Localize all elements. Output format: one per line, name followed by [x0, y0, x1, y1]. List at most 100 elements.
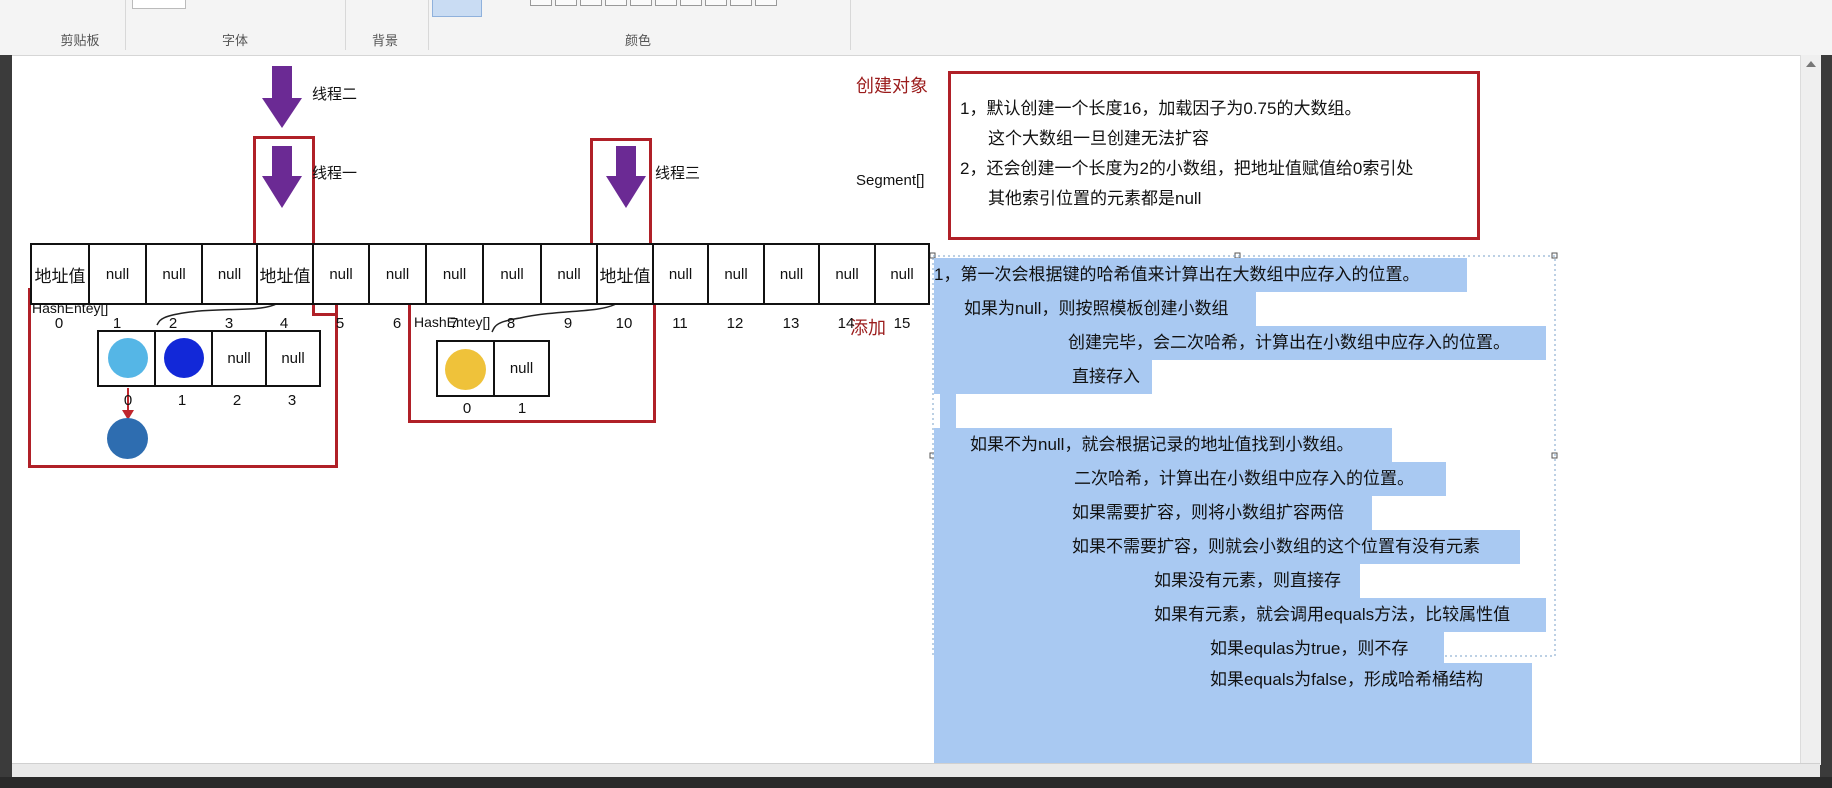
segment-cell-15: null: [874, 243, 930, 305]
hash-b-index-0: 0: [462, 400, 472, 417]
thread-three-box: [590, 138, 652, 290]
add-note-4[interactable]: 直接存入: [934, 360, 1152, 394]
add-note-blank[interactable]: [940, 394, 956, 428]
window-left-edge: [0, 55, 12, 788]
segment-index-0: 0: [54, 315, 64, 332]
hash-a-index-3: 3: [287, 392, 297, 409]
segment-cell-10: 地址值: [596, 243, 652, 305]
create-object-label: 创建对象: [856, 76, 928, 96]
add-note-6[interactable]: 二次哈希，计算出在小数组中应存入的位置。: [934, 462, 1446, 496]
create-note-3: 2，还会创建一个长度为2的小数组，把地址值赋值给0索引处: [960, 159, 1414, 178]
thread-two-label: 线程二: [312, 86, 358, 103]
add-note-9[interactable]: 如果没有元素，则直接存: [934, 564, 1360, 598]
segment-cell-5: null: [312, 243, 368, 305]
color-swatch[interactable]: [530, 0, 552, 6]
add-note-8[interactable]: 如果不需要扩容，则就会小数组的这个位置有没有元素: [934, 530, 1520, 564]
segment-cell-14: null: [818, 243, 874, 305]
segment-cell-9: null: [540, 243, 596, 305]
entry-node-blue: [164, 338, 204, 378]
color-swatch[interactable]: [655, 0, 677, 6]
segment-cell-7: null: [425, 243, 482, 305]
hash-a-box-side: [312, 136, 315, 314]
color-swatch[interactable]: [680, 0, 702, 6]
add-note-1[interactable]: 1，第一次会根据键的哈希值来计算出在大数组中应存入的位置。: [934, 258, 1467, 292]
color-swatch-selected[interactable]: [432, 0, 482, 17]
hash-a-index-1: 1: [177, 392, 187, 409]
segment-index-5: 5: [335, 315, 345, 332]
ribbon-separator: [850, 0, 851, 50]
color-swatch[interactable]: [705, 0, 727, 6]
color-swatch[interactable]: [730, 0, 752, 6]
segment-index-2: 2: [168, 315, 178, 332]
segment-index-4: 4: [279, 315, 289, 332]
ribbon-separator: [125, 0, 126, 50]
hash-a-box-connector: [312, 136, 338, 316]
chain-arrow-icon: [122, 410, 134, 420]
add-note-5[interactable]: 如果不为null，就会根据记录的地址值找到小数组。: [934, 428, 1392, 462]
segment-index-13: 13: [782, 315, 800, 332]
thread-one-label: 线程一: [312, 165, 358, 182]
create-note-2: 这个大数组一旦创建无法扩容: [988, 129, 1209, 148]
add-note-12[interactable]: 如果equals为false，形成哈希桶结构: [934, 663, 1532, 763]
hash-a-cell-3: null: [265, 330, 321, 387]
entry-node-light-blue: [108, 338, 148, 378]
segment-cell-13: null: [763, 243, 818, 305]
add-note-2[interactable]: 如果为null，则按照模板创建小数组: [934, 292, 1256, 326]
hash-b-box: [408, 288, 656, 423]
add-note-11[interactable]: 如果equlas为true，则不存: [934, 632, 1444, 663]
taskbar: [0, 777, 1832, 788]
ribbon-separator: [428, 0, 429, 50]
segment-index-14: 14: [837, 315, 855, 332]
scroll-up-icon[interactable]: [1806, 61, 1816, 67]
segment-cell-3: null: [201, 243, 256, 305]
color-swatch[interactable]: [605, 0, 627, 6]
create-notes-box: [948, 71, 1480, 240]
ribbon-group-clipboard[interactable]: 剪贴板: [60, 33, 100, 48]
entry-node-yellow: [445, 349, 486, 390]
color-swatch[interactable]: [580, 0, 602, 6]
ribbon-separator: [345, 0, 346, 50]
vertical-scrollbar[interactable]: [1800, 55, 1821, 765]
hash-b-cell-1: null: [493, 340, 550, 397]
color-swatch[interactable]: [555, 0, 577, 6]
color-swatch[interactable]: [755, 0, 777, 6]
segment-index-1: 1: [112, 315, 122, 332]
add-note-7[interactable]: 如果需要扩容，则将小数组扩容两倍: [934, 496, 1372, 530]
hash-a-box: [28, 288, 338, 468]
segment-index-15: 15: [893, 315, 911, 332]
segment-index-3: 3: [224, 315, 234, 332]
color-swatch[interactable]: [630, 0, 652, 6]
segment-cell-12: null: [707, 243, 763, 305]
segment-index-9: 9: [563, 315, 573, 332]
segment-cell-2: null: [145, 243, 201, 305]
add-note-3[interactable]: 创建完毕，会二次哈希，计算出在小数组中应存入的位置。: [934, 326, 1546, 360]
thread-three-label: 线程三: [655, 165, 701, 182]
hash-a-cell-2: null: [211, 330, 265, 387]
font-box[interactable]: [132, 0, 186, 9]
ribbon-toolbar: 剪贴板 字体 背景 颜色: [0, 0, 1832, 56]
hash-array-a-label: HashEntey[]: [32, 300, 109, 316]
segment-index-11: 11: [672, 315, 688, 332]
add-label: 添加: [850, 318, 886, 338]
hash-a-index-0: 0: [123, 392, 133, 409]
segment-cell-11: null: [652, 243, 707, 305]
segment-index-12: 12: [726, 315, 744, 332]
selection-frame: [932, 255, 1556, 657]
window-right-edge: [1820, 55, 1832, 788]
arrow-thread-two-icon: [262, 66, 302, 128]
arrow-thread-one-icon: [262, 146, 302, 208]
segment-index-10: 10: [615, 315, 633, 332]
create-note-1: 1，默认创建一个长度16，加载因子为0.75的大数组。: [960, 99, 1362, 118]
drawing-canvas[interactable]: [12, 56, 1800, 763]
segment-cell-6: null: [368, 243, 425, 305]
ribbon-group-color[interactable]: 颜色: [624, 33, 651, 48]
add-note-10[interactable]: 如果有元素，就会调用equals方法，比较属性值: [934, 598, 1546, 632]
hash-a-index-2: 2: [232, 392, 242, 409]
ribbon-group-background[interactable]: 背景: [371, 33, 398, 48]
segment-cell-8: null: [482, 243, 540, 305]
ribbon-group-font[interactable]: 字体: [221, 33, 248, 48]
segment-cell-0: 地址值: [30, 243, 88, 305]
horizontal-scrollbar[interactable]: [12, 763, 1820, 778]
segment-cell-1: null: [88, 243, 145, 305]
